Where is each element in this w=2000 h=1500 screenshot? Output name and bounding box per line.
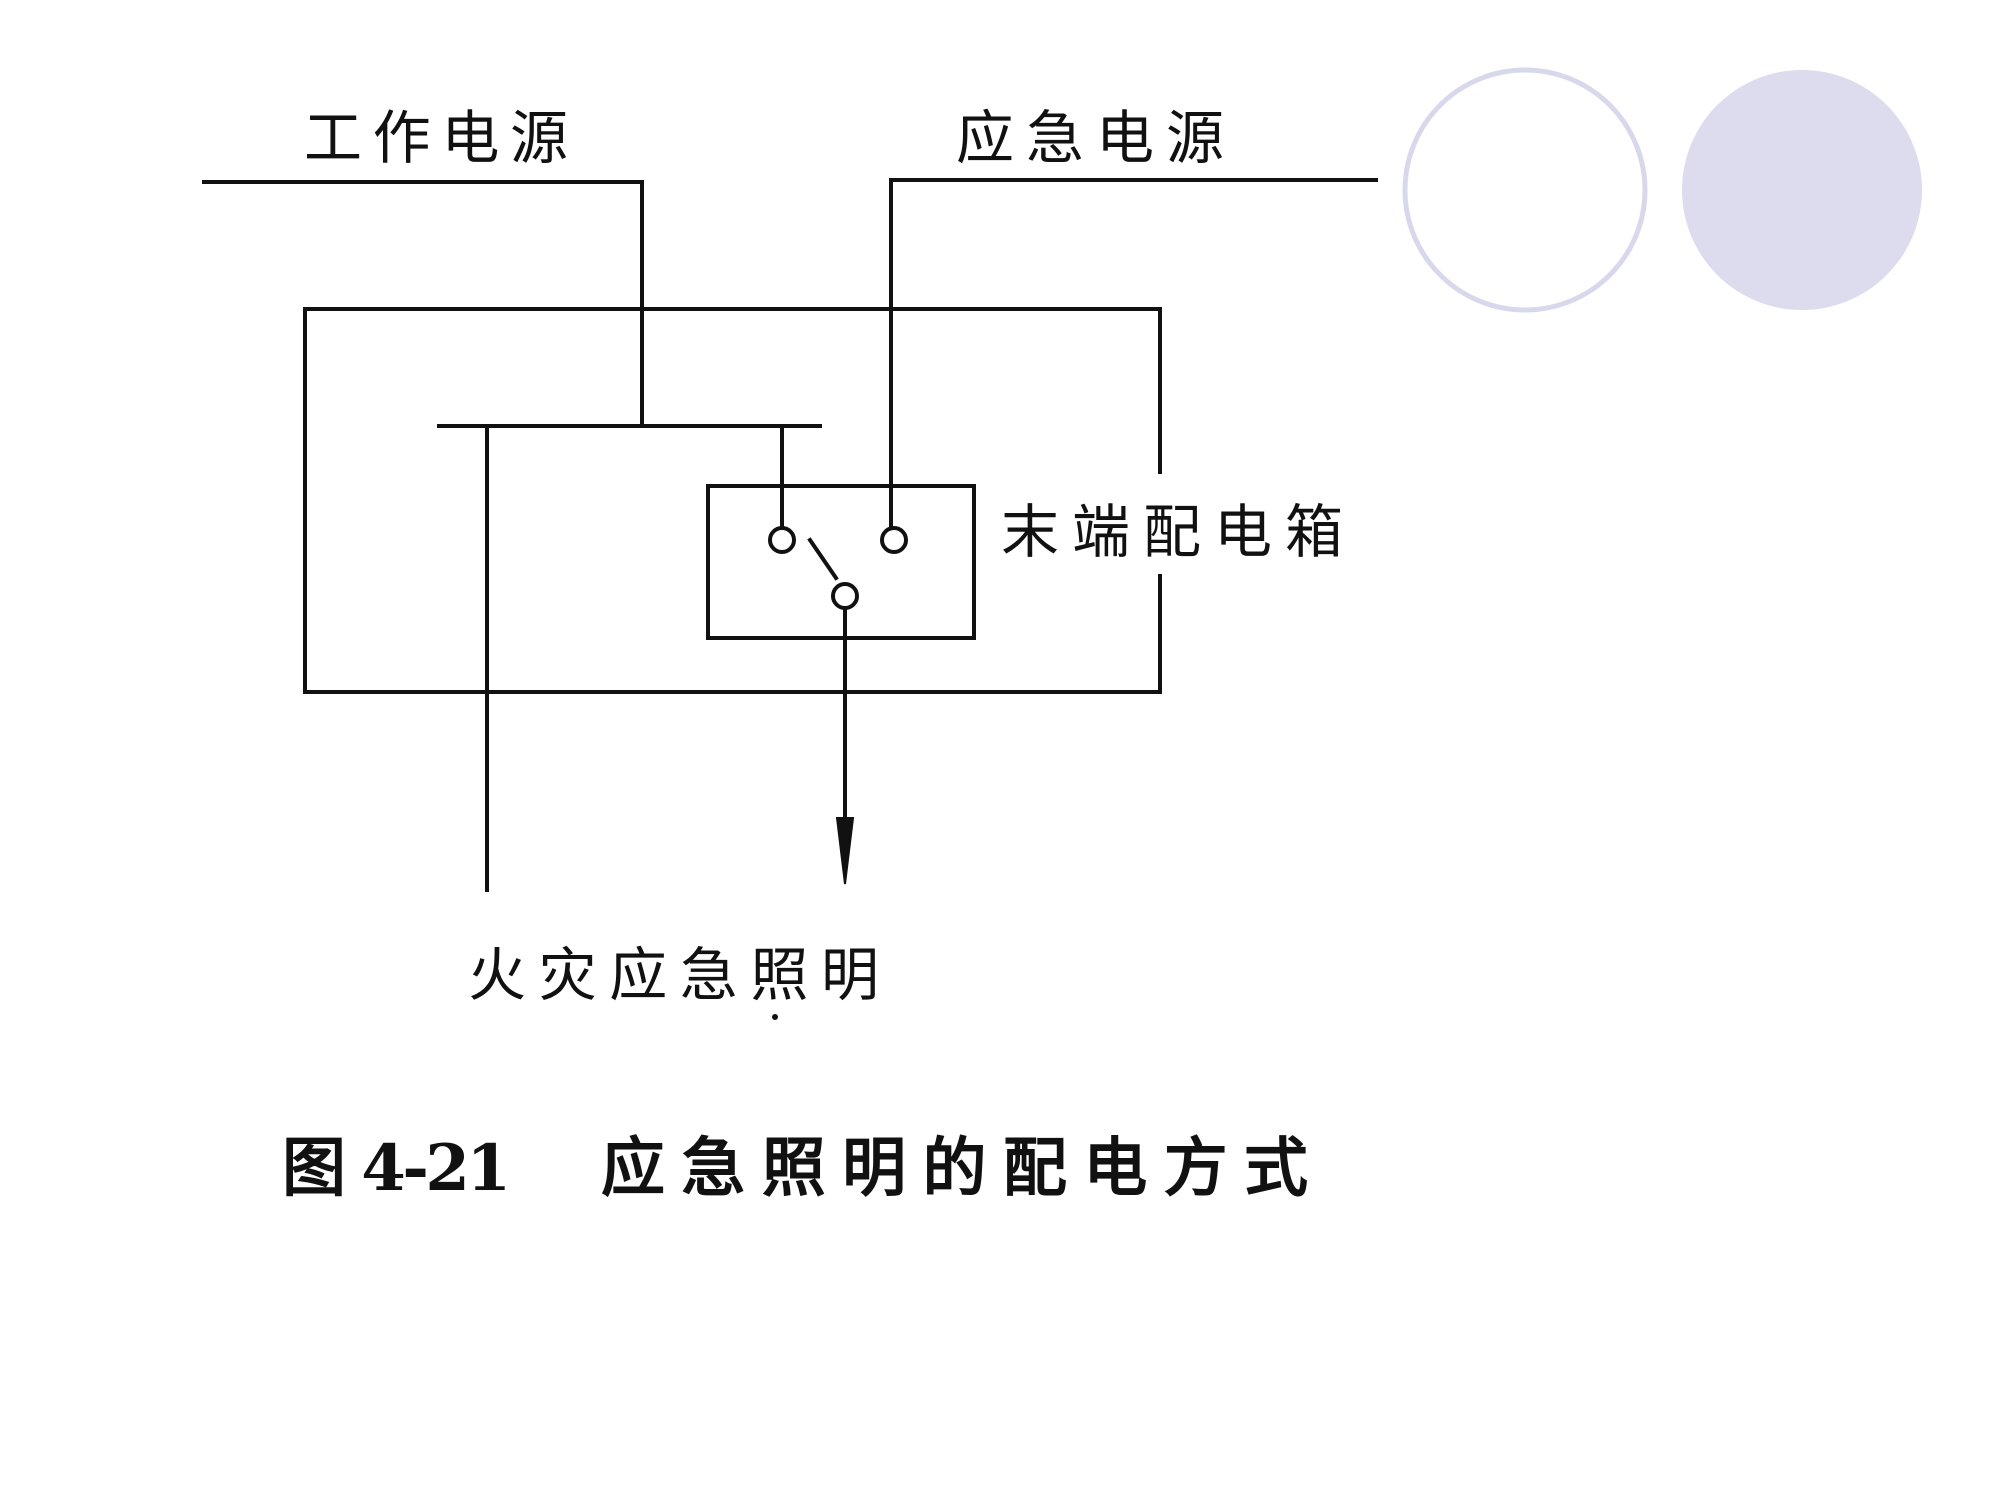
figure-title: 应急照明的配电方式	[601, 1131, 1308, 1206]
emergency-power-feeder-line	[889, 178, 1378, 530]
figure-number: 图 4-21	[282, 1131, 511, 1206]
outer-enclosure	[303, 307, 1162, 694]
common-contact	[831, 582, 859, 610]
decor-circle-outline	[1402, 67, 1648, 313]
stray-dot	[772, 1014, 778, 1020]
fire-emergency-lighting-label: 火灾应急照明	[468, 941, 879, 1009]
work-power-feeder-line	[202, 180, 644, 428]
decor-circle-filled	[1682, 70, 1922, 310]
output-arrow-icon	[835, 817, 855, 885]
terminal-box-label: 末端配电箱	[1001, 498, 1343, 566]
normal-contact	[768, 526, 796, 554]
switch-blade	[807, 537, 839, 581]
emergency-contact	[880, 526, 908, 554]
terminal-distribution-box	[706, 484, 976, 640]
emergency-power-label: 应急电源	[956, 104, 1224, 172]
work-power-label: 工作电源	[304, 104, 568, 172]
